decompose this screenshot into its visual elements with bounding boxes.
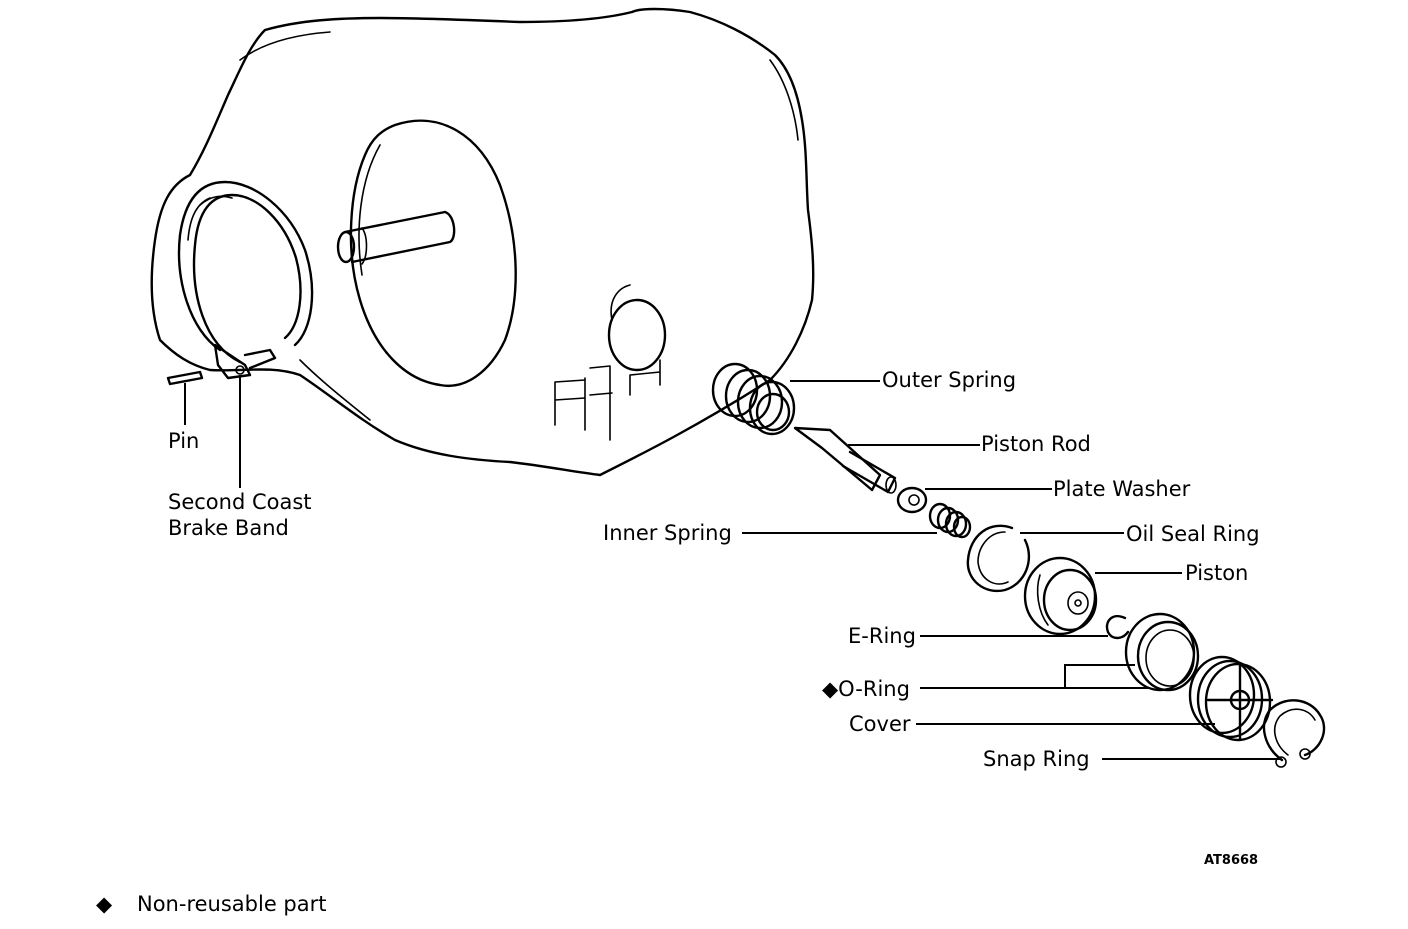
label-cover: Cover [849,712,911,736]
label-inner-spring: Inner Spring [603,521,732,545]
outer-spring-part [711,362,796,436]
leader-lines [184,375,1280,760]
snap-ring-part [1262,699,1326,768]
cover-part [1188,655,1274,742]
o-ring-part [1124,612,1200,692]
piston-rod-part [793,426,897,494]
plate-washer-part [896,486,928,514]
label-snap-ring: Snap Ring [983,747,1090,771]
label-e-ring: E-Ring [848,624,916,648]
non-reusable-marker-icon: ◆ [822,677,839,701]
brake-band [177,180,314,380]
label-oil-seal-ring: Oil Seal Ring [1126,522,1260,546]
label-plate-washer: Plate Washer [1053,477,1191,501]
legend-symbol-icon: ◆ [96,892,113,916]
legend-text: Non-reusable part [137,892,327,916]
label-brake-band-line1: Second Coast [168,490,312,514]
label-brake-band-line2: Brake Band [168,516,289,540]
piston-part [1023,556,1098,636]
e-ring-part [1105,615,1130,640]
label-pin: Pin [168,429,200,453]
pin-part [166,370,204,386]
label-piston: Piston [1185,561,1249,585]
transmission-case [150,7,815,477]
label-outer-spring: Outer Spring [882,368,1017,392]
label-piston-rod: Piston Rod [981,432,1091,456]
label-o-ring-text: O-Ring [838,677,910,701]
oil-seal-ring-part [966,524,1031,593]
label-o-ring: ◆O-Ring [822,677,910,701]
inner-spring-part [928,502,972,539]
figure-code: AT8668 [1204,853,1259,868]
